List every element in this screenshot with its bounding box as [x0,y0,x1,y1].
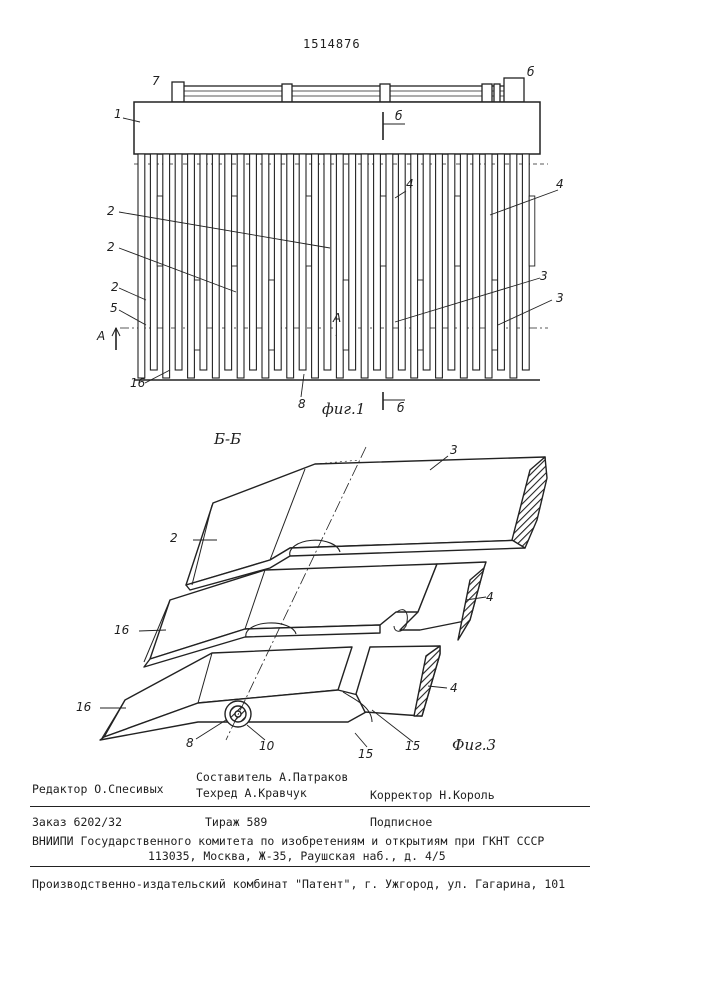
order-number: Заказ 6202/32 [32,817,122,829]
fig3-label-10: 10 [259,740,274,752]
fig3-label-15a: 15 [358,748,373,760]
fig3-label-8: 8 [186,737,194,749]
figure-3-drawing [0,0,707,800]
section-title: Б-Б [214,432,241,447]
publisher: Производственно-издательский комбинат "П… [32,879,565,891]
fig3-label-4b: 4 [450,682,458,694]
fig3-label-16b: 16 [76,701,91,713]
fig3-label-4a: 4 [486,591,494,603]
divider-2 [30,866,590,867]
compiler: Составитель А.Патраков [196,772,348,784]
divider-1 [30,806,590,807]
corrector: Корректор Н.Король [370,790,495,802]
institute-line-2: 113035, Москва, Ж-35, Раушская наб., д. … [148,851,446,863]
subscription: Подписное [370,817,432,829]
institute-line-1: ВНИИПИ Государственного комитета по изоб… [32,836,544,848]
circulation: Тираж 589 [205,817,267,829]
fig3-label-3: 3 [450,444,458,456]
figure-3-caption: Фиг.3 [452,738,496,753]
fig3-label-15b: 15 [405,740,420,752]
techred: Техред А.Кравчук [196,788,307,800]
editor: Редактор О.Спесивых [32,784,164,796]
fig3-label-2: 2 [170,532,178,544]
fig3-label-16a: 16 [114,624,129,636]
